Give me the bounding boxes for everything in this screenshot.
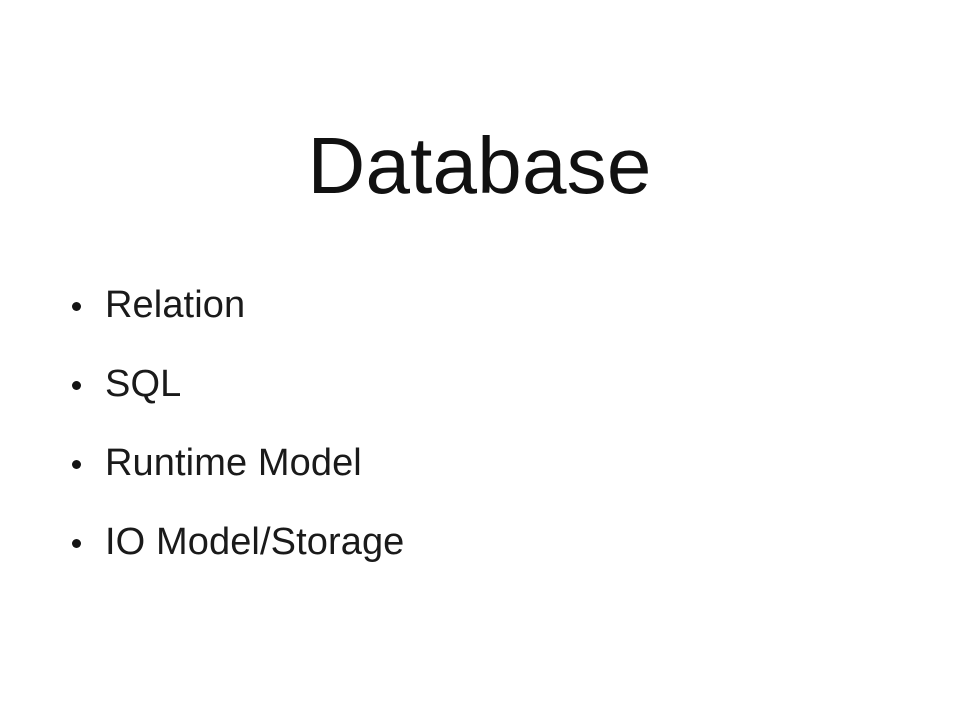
list-item-label: Runtime Model [105,442,362,484]
list-item-label: IO Model/Storage [105,521,405,563]
list-item: IO Model/Storage [72,520,892,599]
list-item: SQL [72,362,892,441]
list-item: Runtime Model [72,441,892,520]
bullet-dot-icon [72,283,105,327]
list-item: Relation [72,283,892,362]
list-item-label: Relation [105,284,246,326]
bullet-dot-icon [72,520,105,564]
bullet-list: Relation SQL Runtime Model IO Model/Stor… [72,283,892,599]
bullet-dot-icon [72,362,105,406]
list-item-label: SQL [105,363,182,405]
slide-title: Database [307,120,652,210]
bullet-dot-icon [72,441,105,485]
